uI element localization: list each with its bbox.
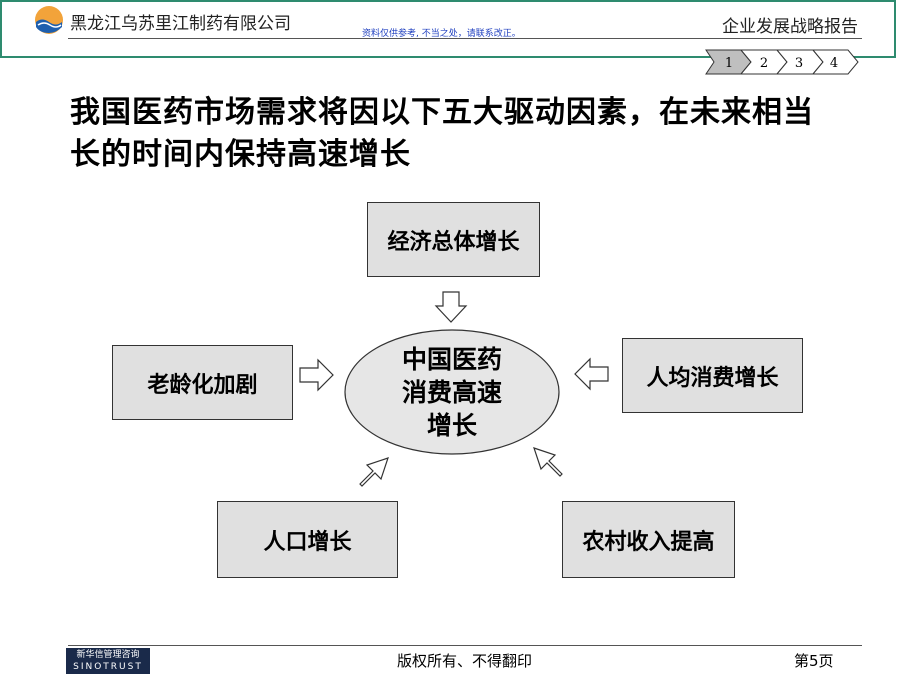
footer-logo: 新华信管理咨询 SINOTRUST <box>66 648 150 674</box>
page-nav-label-4: 4 <box>830 56 838 71</box>
center-ellipse <box>344 329 560 455</box>
company-logo <box>35 6 63 34</box>
factor-population-growth: 人口增长 <box>217 501 398 578</box>
arrow-up-right-icon <box>359 457 389 487</box>
page-nav-item-4[interactable]: 4 <box>811 49 859 75</box>
arrow-right-icon <box>299 358 334 392</box>
factor-rural-income: 农村收入提高 <box>562 501 735 578</box>
factor-per-capita-consumption: 人均消费增长 <box>622 338 803 413</box>
report-title: 企业发展战略报告 <box>722 17 858 37</box>
factor-aging: 老龄化加剧 <box>112 345 293 420</box>
page-nav-label-1: 1 <box>725 56 733 71</box>
page-nav-label-2: 2 <box>760 56 768 71</box>
company-name: 黑龙江乌苏里江制药有限公司 <box>70 14 291 34</box>
factor-economy-growth: 经济总体增长 <box>367 202 540 277</box>
footer-logo-cn: 新华信管理咨询 <box>76 650 140 660</box>
header-frame <box>0 0 896 58</box>
page-nav-label-3: 3 <box>795 56 803 71</box>
arrow-up-left-icon <box>533 447 563 477</box>
arrow-left-icon <box>574 357 609 391</box>
page-navigator: 1 2 3 4 <box>705 49 859 75</box>
footer-logo-en: SINOTRUST <box>73 662 143 672</box>
reference-note: 资料仅供参考, 不当之处，请联系改正。 <box>362 29 521 39</box>
page-number: 第5页 <box>794 652 834 670</box>
header-divider <box>68 38 862 39</box>
copyright-text: 版权所有、不得翻印 <box>397 652 533 670</box>
arrow-down-icon <box>434 291 468 323</box>
slide-title: 我国医药市场需求将因以下五大驱动因素，在未来相当长的时间内保持高速增长 <box>70 95 814 172</box>
footer-divider <box>68 645 862 646</box>
center-label: 中国医药 消费高速 增长 <box>401 345 502 440</box>
